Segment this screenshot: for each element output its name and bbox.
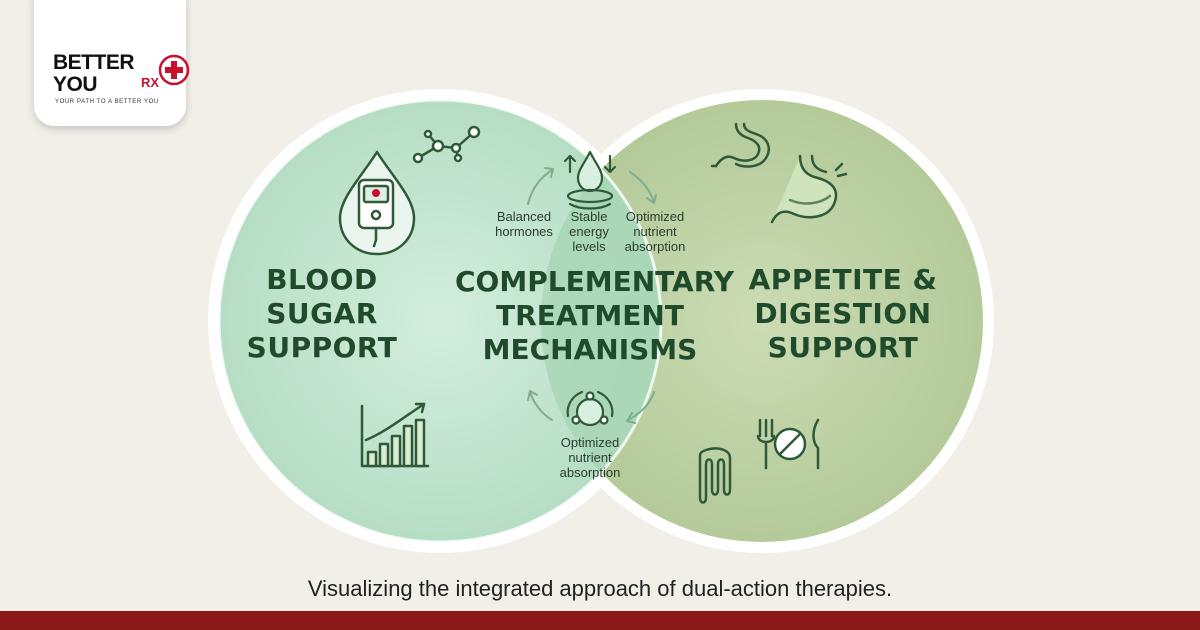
plate-cutlery-icon: [756, 418, 820, 470]
logo-rx-mark: RX: [141, 75, 160, 90]
brand-logo: BETTER YOU RX YOUR PATH TO A BETTER YOU: [34, 0, 190, 126]
benefit-line: Optimized: [560, 435, 620, 450]
left-title-line: SUPPORT: [246, 331, 398, 364]
benefit-line: levels: [572, 239, 606, 254]
glucose-meter-icon: [338, 150, 416, 256]
benefit-line: absorption: [559, 465, 621, 480]
medical-cross-icon: [158, 54, 190, 86]
cycle-network-icon: [566, 390, 614, 427]
benefit-line: hormones: [495, 224, 553, 239]
benefit-line: Stable: [570, 209, 608, 224]
left-circle-title: BLOOD SUGAR SUPPORT: [222, 263, 422, 365]
water-drop-balance-icon: [563, 150, 617, 210]
right-title-line: DIGESTION: [754, 297, 932, 330]
stomach-icon: [770, 154, 848, 224]
benefit-label-nutrient-absorption-bottom: Optimized nutrient absorption: [548, 435, 632, 480]
benefit-label-stable-energy: Stable energy levels: [558, 209, 620, 254]
bar-chart-icon: [360, 402, 430, 468]
logo-text-better: BETTER: [53, 51, 135, 74]
stomach-icon: [710, 122, 770, 168]
center-overlap-title: COMPLEMENTARY TREATMENT MECHANISMS: [455, 265, 735, 367]
right-circle: [541, 100, 983, 542]
molecule-icon: [412, 125, 481, 164]
benefit-line: Balanced: [496, 209, 552, 224]
logo-tagline: YOUR PATH TO A BETTER YOU: [55, 99, 159, 105]
left-circle-edge: [217, 98, 663, 544]
left-title-line: BLOOD: [266, 263, 378, 296]
right-title-line: SUPPORT: [767, 331, 919, 364]
center-title-line: COMPLEMENTARY: [455, 265, 735, 298]
intestine-icon: [698, 447, 732, 504]
benefit-line: nutrient: [633, 224, 677, 239]
benefit-line: Optimized: [625, 209, 685, 224]
benefit-line: absorption: [624, 239, 686, 254]
benefit-label-nutrient-absorption-top: Optimized nutrient absorption: [613, 209, 697, 254]
footer-bar: [0, 611, 1200, 630]
center-title-line: TREATMENT: [496, 299, 684, 332]
caption-text: Visualizing the integrated approach of d…: [307, 576, 893, 601]
right-circle-title: APPETITE & DIGESTION SUPPORT: [738, 263, 948, 365]
benefit-line: nutrient: [568, 450, 612, 465]
benefit-label-balanced-hormones: Balanced hormones: [486, 209, 562, 239]
left-title-line: SUGAR: [266, 297, 378, 330]
logo-text-you: YOU: [53, 73, 98, 96]
benefit-line: energy: [569, 224, 609, 239]
left-circle: [219, 100, 661, 542]
right-title-line: APPETITE &: [748, 263, 938, 296]
center-title-line: MECHANISMS: [482, 333, 698, 366]
cycle-arrows: [527, 167, 657, 424]
